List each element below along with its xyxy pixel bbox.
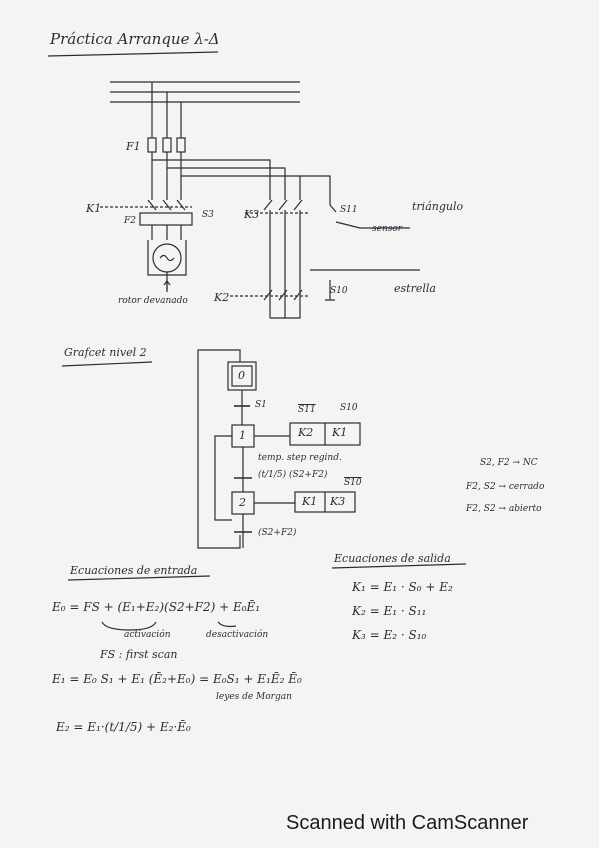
- k1-label: K1: [86, 202, 102, 215]
- output-equations-heading: Ecuaciones de salida: [334, 552, 451, 565]
- equation-e0: E₀ = FS + (E₁+E₂)(S2+F2) + E₀Ē₁: [52, 600, 261, 614]
- transition-t2-label: (t/1/5) (S2+F2): [258, 470, 328, 480]
- scanner-watermark: Scanned with CamScanner: [286, 812, 529, 834]
- action2-k1: K1: [302, 495, 318, 508]
- equation-e1: E₁ = E₀ S₁ + E₁ (Ē₂+E₀) = E₀S₁ + E₁Ē₂ Ē₀: [52, 672, 302, 686]
- k2-label: K2: [214, 291, 230, 304]
- action1-k2: K2: [298, 426, 314, 439]
- s11-label: S11: [340, 205, 358, 215]
- equation-k3: K₃ = E₂ · S₁₀: [352, 628, 427, 642]
- equation-k2: K₂ = E₁ · S₁₁: [352, 604, 427, 618]
- s10-label: S10: [330, 286, 348, 296]
- fuse-label: F1: [126, 140, 141, 153]
- legend-open: F2, S2 → abierto: [466, 504, 542, 514]
- step-2-number: 2: [239, 496, 246, 509]
- star-label: estrella: [394, 282, 436, 295]
- morgan-note: leyes de Morgan: [216, 692, 292, 702]
- f2-label: F2: [124, 216, 136, 226]
- s3-label: S3: [202, 210, 214, 220]
- rotor-label: rotor devanado: [118, 296, 188, 306]
- transition-t3-label: (S2+F2): [258, 528, 297, 538]
- equation-k1: K₁ = E₁ · S₀ + E₂: [352, 580, 453, 594]
- action2-k3: K3: [330, 495, 346, 508]
- transition-note: temp. step regind.: [258, 453, 342, 463]
- sensor-label: sensor: [372, 224, 403, 234]
- first-scan-note: FS : first scan: [100, 648, 178, 661]
- input-equations-heading: Ecuaciones de entrada: [70, 564, 198, 577]
- deactivation-label: desactivación: [206, 630, 269, 640]
- action1-k1: K1: [332, 426, 348, 439]
- grafcet-title: Grafcet nivel 2: [64, 346, 147, 359]
- step-1-number: 1: [239, 429, 246, 442]
- activation-label: activación: [124, 630, 171, 640]
- action1-s10-label: S10: [340, 403, 358, 413]
- transition-t2-s10: S10: [344, 478, 362, 488]
- legend-nc: S2, F2 → NC: [480, 458, 538, 468]
- triangle-label: triángulo: [412, 200, 464, 213]
- step-0-number: 0: [238, 369, 245, 382]
- k3-label: K3: [244, 208, 260, 221]
- action1-s11-label: S11: [298, 405, 316, 415]
- equation-e2: E₂ = E₁·(t/1/5) + E₂·Ē₀: [56, 720, 191, 734]
- transition-s1-label: S1: [255, 400, 267, 410]
- legend-closed: F2, S2 → cerrado: [466, 482, 545, 492]
- page-title: Práctica Arranque λ-Δ: [50, 30, 220, 48]
